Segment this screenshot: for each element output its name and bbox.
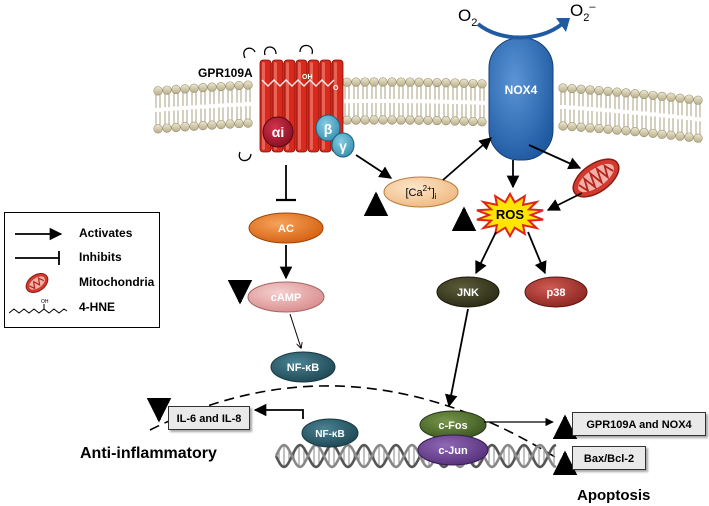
gpr-nox-label: GPR109A and NOX4: [586, 419, 692, 431]
ac-node: [248, 212, 324, 244]
legend-row-mitochondria: Mitochondria: [5, 272, 159, 294]
bax-bcl2-label: Bax/Bcl-2: [583, 453, 635, 465]
legend-inhibits-label: Inhibits: [79, 250, 122, 264]
mitochondrion-icon: [572, 158, 620, 198]
dna-helix: [274, 443, 557, 469]
nox4-enzyme: [488, 37, 554, 161]
il6-il8-label: IL-6 and IL-8: [176, 413, 242, 425]
ros-burst: [476, 191, 544, 239]
beta-subunit: [315, 114, 341, 142]
alpha-i-subunit: [262, 116, 294, 148]
legend-box: Activates Inhibits Mitochondria OH 4-HNE: [4, 212, 160, 328]
ros-label: ROS: [496, 207, 525, 222]
hne-o-label: O: [333, 85, 339, 92]
mitochondria-legend-icon: [25, 272, 49, 294]
cfos-label: c-Fos: [438, 420, 467, 432]
legend-activates-label: Activates: [79, 226, 133, 240]
cell-membrane: [153, 77, 703, 143]
cjun-node: [417, 434, 489, 466]
hne-oh-label: OH: [302, 74, 313, 81]
calcium-label: [Ca2+]i: [405, 184, 436, 201]
p38-label: p38: [547, 287, 566, 299]
pathway-arrows: [253, 137, 583, 427]
gpr109a-receptor: OH O: [238, 44, 344, 162]
hne-structure-icon: OH: [9, 299, 68, 314]
legend-mitochondria-label: Mitochondria: [79, 275, 155, 289]
nfkb-nucleus-node: [301, 418, 359, 448]
gpr-nox-box: GPR109A and NOX4: [572, 412, 706, 436]
cjun-label: c-Jun: [438, 445, 468, 457]
gamma-subunit: [331, 132, 355, 158]
beta-label: β: [324, 121, 333, 137]
o2-label: O2: [458, 6, 477, 29]
legend-hne-label: 4-HNE: [79, 300, 116, 314]
legend-row-inhibits: Inhibits: [5, 247, 159, 269]
alpha-i-label: αi: [272, 124, 285, 140]
legend-row-activates: Activates: [5, 223, 159, 245]
superoxide-label: O2–: [570, 1, 596, 24]
legend-hne-oh: OH: [41, 299, 49, 305]
p38-node: [524, 276, 588, 308]
nox4-label: NOX4: [505, 83, 538, 97]
nfkb-cytosol-label: NF-κB: [287, 362, 319, 374]
gpr109a-label: GPR109A: [198, 66, 253, 80]
activates-arrow-icon: [15, 227, 63, 241]
jnk-label: JNK: [457, 287, 479, 299]
apoptosis-label: Apoptosis: [577, 487, 650, 504]
bax-bcl2-box: Bax/Bcl-2: [572, 446, 646, 470]
o2-conversion-arrow: [476, 22, 564, 40]
camp-label: cAMP: [271, 292, 302, 304]
legend-row-hne: OH 4-HNE: [5, 297, 159, 319]
inhibits-bar-icon: [15, 251, 60, 265]
jnk-node: [436, 276, 500, 308]
nfkb-nucleus-label: NF-κB: [315, 429, 344, 440]
ac-label: AC: [278, 223, 294, 235]
nfkb-cytosol-node: [270, 351, 336, 383]
anti-inflammatory-label: Anti-inflammatory: [80, 445, 217, 462]
gamma-label: γ: [339, 138, 347, 154]
il6-il8-box: IL-6 and IL-8: [168, 406, 250, 430]
